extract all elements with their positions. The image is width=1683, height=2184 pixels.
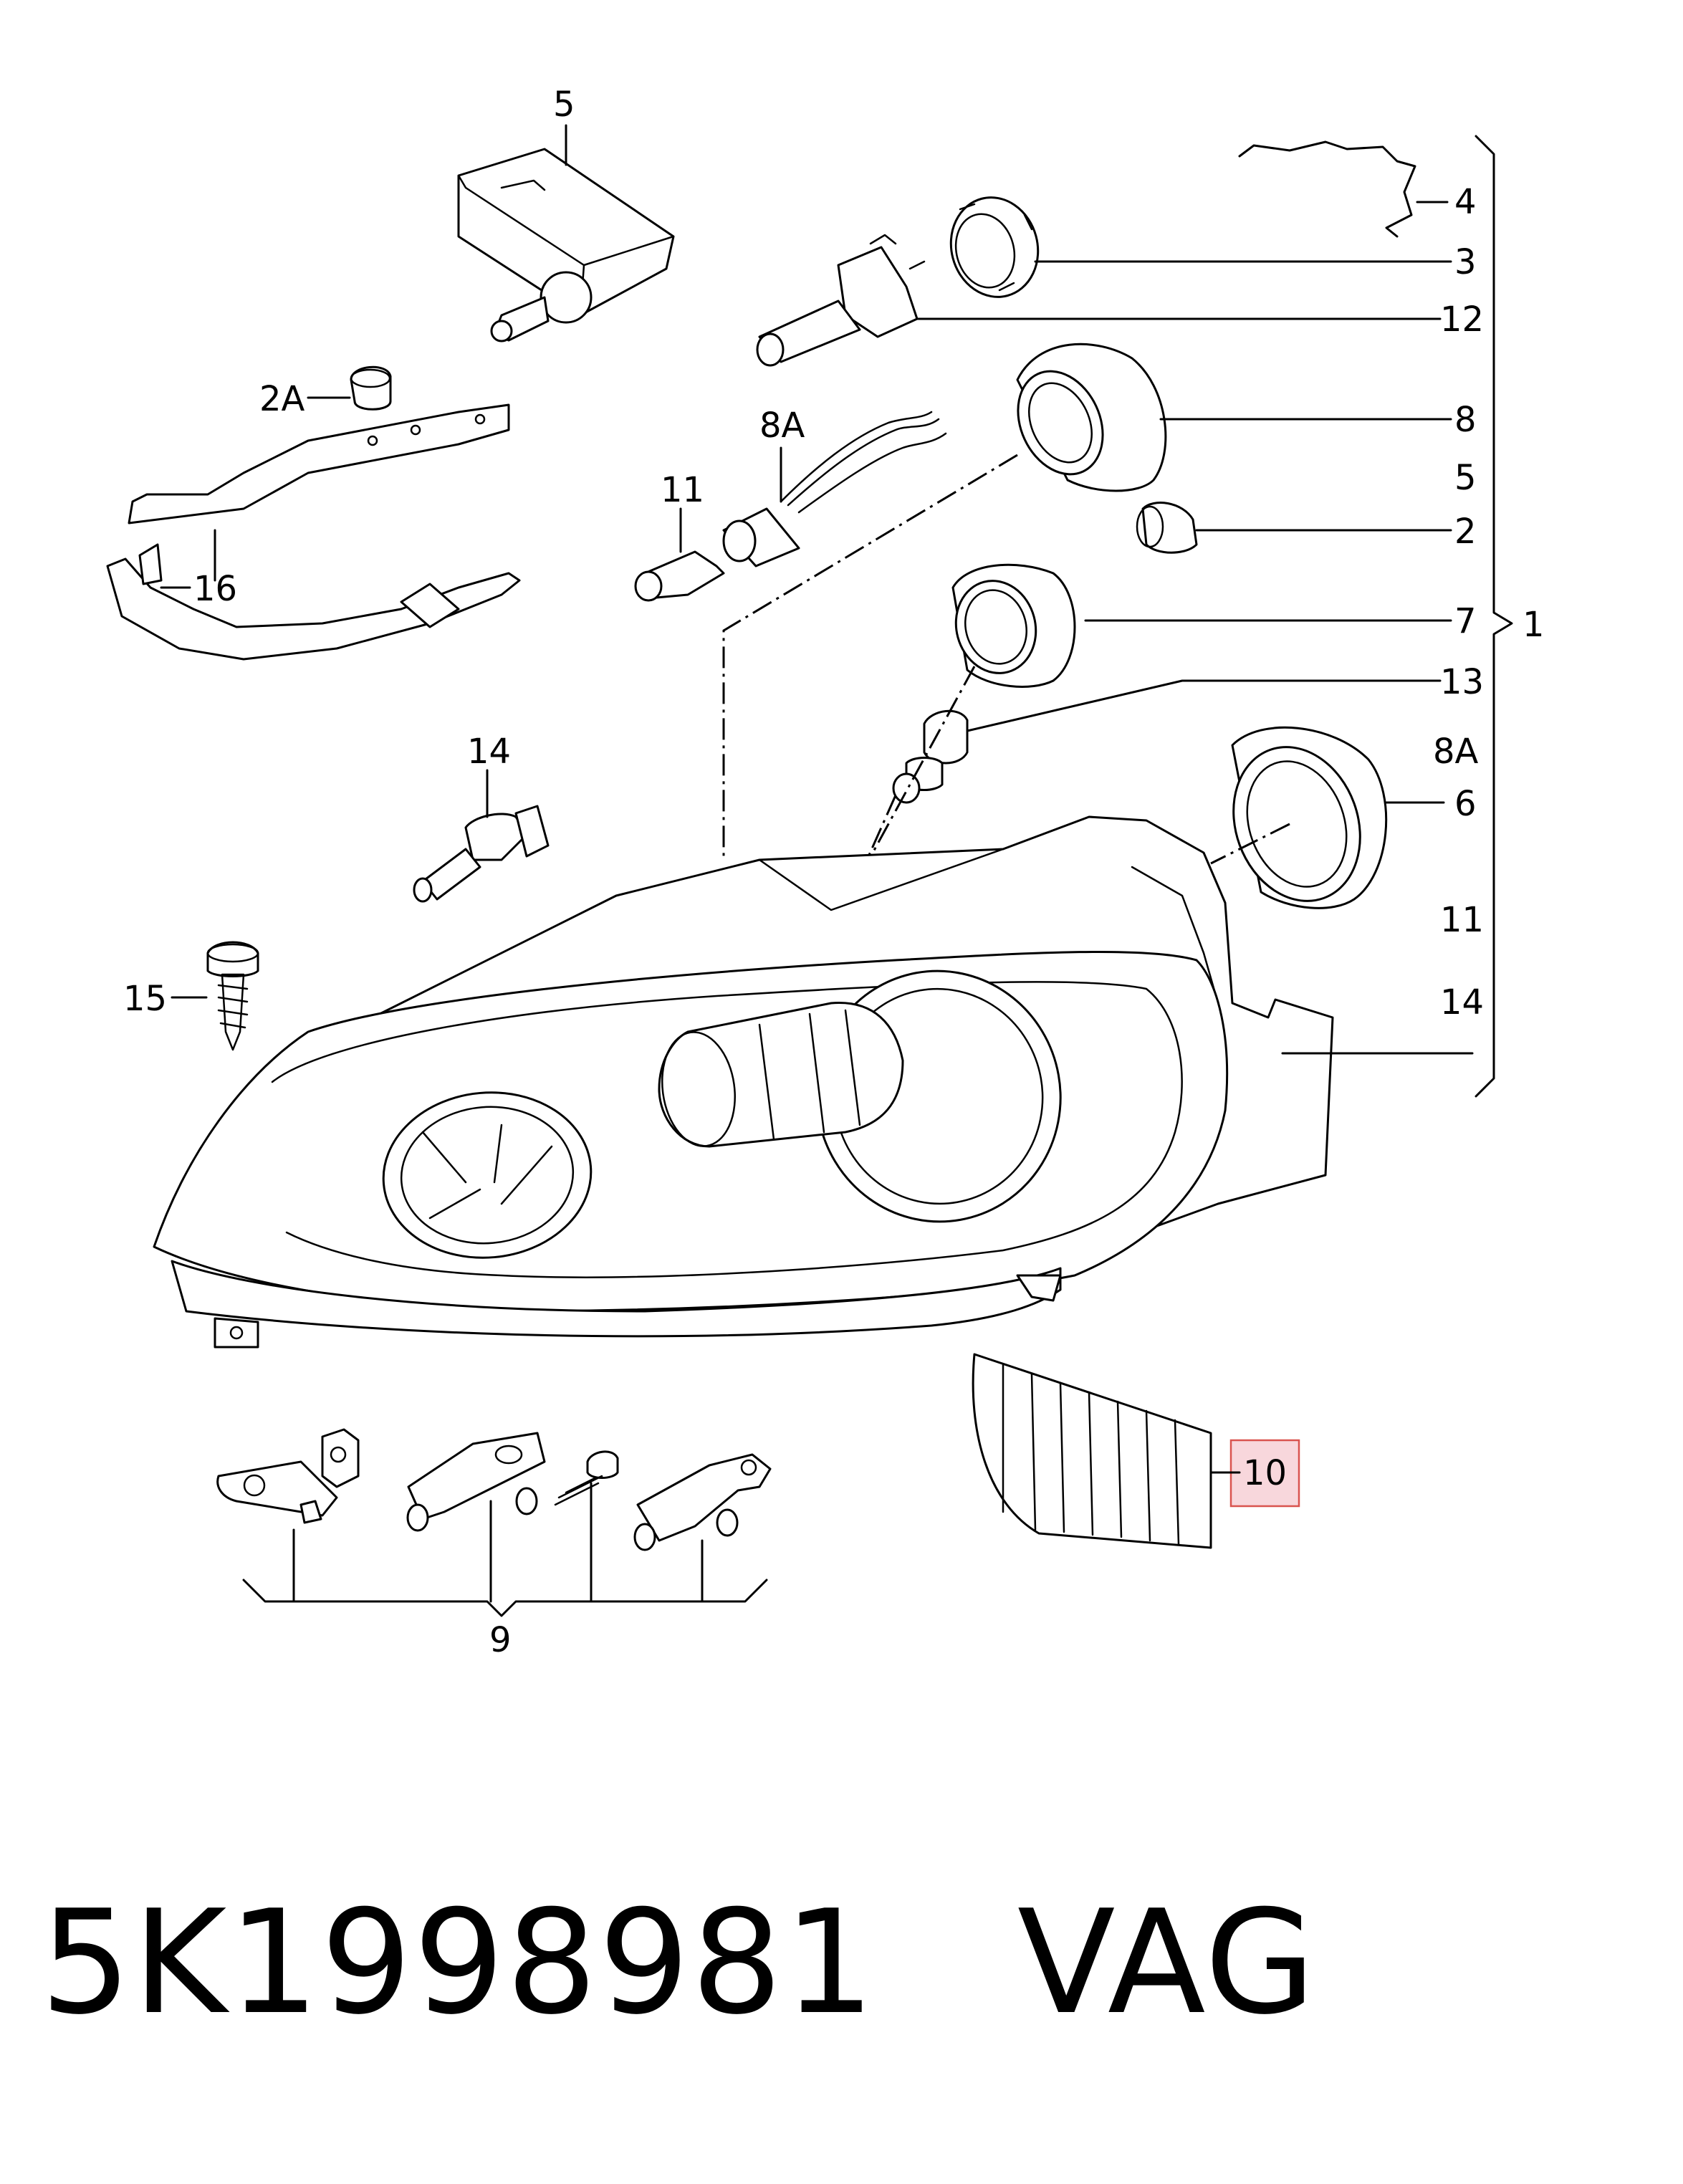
- callout-1: 1: [1523, 605, 1545, 645]
- caption-gap: [876, 1879, 1017, 2046]
- callout-4: 4: [1454, 182, 1477, 222]
- h7-bulb-part: [756, 234, 1442, 367]
- callout-15: 15: [123, 979, 167, 1019]
- exploded-parts-diagram: 5 4 3 12 2A 16: [106, 85, 1545, 1660]
- range-motor-part: [457, 124, 675, 343]
- callout-12: 12: [1440, 300, 1484, 340]
- callout-14: 14: [467, 732, 511, 772]
- assembly-brace: [1475, 135, 1513, 1098]
- callout-8a-list: 8A: [1433, 732, 1479, 772]
- screw-15-part: [171, 941, 259, 1051]
- cap-2-part: [1136, 502, 1452, 554]
- bulb-holder-part: [949, 196, 1452, 298]
- callout-16: 16: [193, 569, 237, 609]
- callout-9: 9: [489, 1620, 512, 1660]
- cap-7-part: [951, 563, 1452, 688]
- callout-6: 6: [1454, 784, 1477, 824]
- callout-7: 7: [1454, 601, 1477, 641]
- spring-wire-part: [1238, 140, 1449, 238]
- assembly-guide-lines: [722, 454, 1290, 865]
- callout-3: 3: [1454, 242, 1477, 282]
- callout-11: 11: [661, 470, 704, 510]
- callout-8a: 8A: [759, 406, 805, 446]
- callout-13: 13: [1440, 662, 1484, 702]
- callout-2a: 2A: [259, 379, 305, 419]
- callout-11-list: 11: [1440, 900, 1484, 940]
- bulb-14-part: [413, 769, 550, 903]
- callout-8: 8: [1454, 400, 1477, 440]
- plug-2a-part: [307, 365, 392, 411]
- headlight-housing: [153, 815, 1474, 1349]
- callout-10: 10: [1243, 1453, 1287, 1493]
- callout-2: 2: [1454, 512, 1477, 552]
- cap-6-part: [1231, 726, 1445, 909]
- connector-8a-part: [722, 411, 947, 567]
- w5w-bulb-part: [634, 507, 725, 602]
- brand-name: VAG: [1017, 1879, 1318, 2046]
- part-number: 5K1998981: [40, 1879, 877, 2046]
- bracket-set-9: [216, 1428, 772, 1617]
- callout-5-list: 5: [1454, 458, 1477, 498]
- repair-bracket-part: [106, 403, 521, 661]
- part-caption: 5K1998981 VAG: [40, 1892, 1317, 2035]
- bulb-13-part: [892, 679, 1442, 804]
- callout-10-highlight: [1229, 1439, 1300, 1508]
- diffuser-panel-10: [972, 1353, 1212, 1549]
- callout-5: 5: [553, 85, 575, 125]
- callout-14-list: 14: [1440, 982, 1484, 1022]
- cap-8-part: [1016, 343, 1452, 492]
